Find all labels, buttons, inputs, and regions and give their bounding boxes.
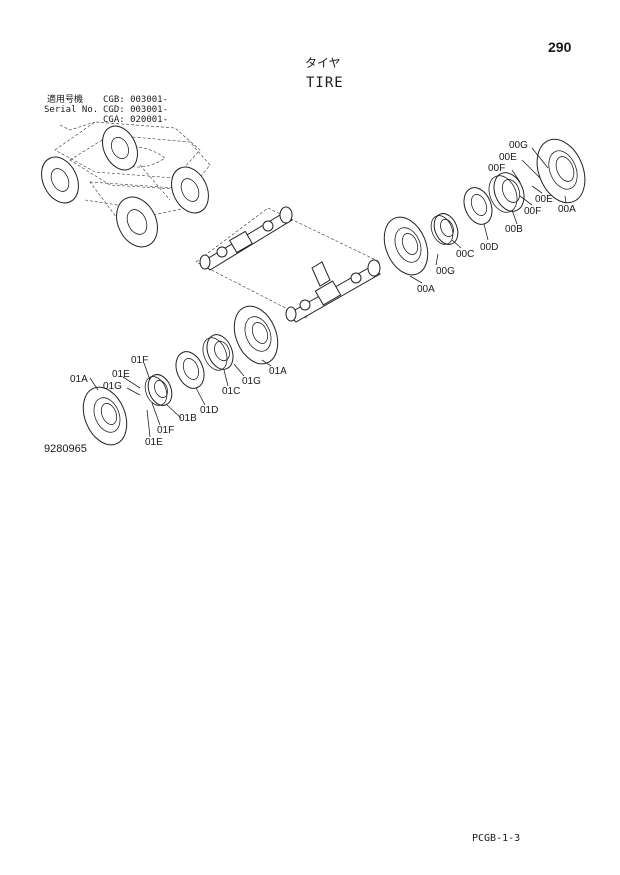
front-axle-illustration — [199, 206, 293, 271]
callout-00E: 00E — [535, 194, 553, 205]
callout-00E: 00E — [499, 152, 517, 163]
callout-01F: 01F — [157, 425, 174, 436]
callout-01A: 01A — [269, 366, 287, 377]
tire-assembly-00 — [383, 138, 586, 276]
tire-01A-right — [233, 305, 279, 365]
wheel-00B — [488, 172, 525, 213]
title-english: TIRE — [306, 75, 344, 91]
callout-00D: 00D — [480, 242, 498, 253]
overview-tire-front-right — [171, 166, 209, 214]
callout-00F: 00F — [524, 206, 541, 217]
callout-00B: 00B — [505, 224, 523, 235]
serial-row-cga: CGA: 020001- — [103, 115, 169, 125]
page-number: 290 — [548, 39, 572, 55]
drawing-number: 9280965 — [44, 443, 87, 455]
flap-00D — [463, 187, 493, 225]
callout-01G: 01G — [103, 381, 122, 392]
callout-01E: 01E — [112, 369, 130, 380]
tire-00A-outer — [536, 138, 586, 204]
callout-00F: 00F — [488, 163, 505, 174]
page-code: PCGB-1-3 — [472, 833, 521, 844]
serial-label-jp: 適用号機 — [47, 95, 84, 105]
rear-axle-illustration — [285, 259, 381, 323]
overview-tire-rear-left — [41, 156, 79, 204]
callout-01B: 01B — [179, 413, 197, 424]
callout-01G: 01G — [242, 376, 261, 387]
serial-row-cgd: CGD: 003001- — [103, 105, 169, 115]
callout-00G: 00G — [436, 266, 455, 277]
callout-01F: 01F — [131, 355, 148, 366]
machine-overview-illustration — [41, 121, 211, 248]
callout-01E: 01E — [145, 437, 163, 448]
tire-01A-left — [82, 386, 128, 446]
flap-01D — [175, 351, 205, 389]
serial-label-en: Serial No. — [44, 105, 99, 115]
serial-row-cgb: CGB: 003001- — [103, 95, 169, 105]
wheel-01C — [202, 334, 234, 371]
overview-tire-rear-right — [102, 125, 138, 171]
leader-lines — [89, 147, 567, 438]
callout-01C: 01C — [222, 386, 240, 397]
callout-00A: 00A — [558, 204, 576, 215]
tire-assembly-01 — [82, 305, 279, 446]
axle-reference-lines — [195, 207, 381, 319]
overview-tire-front-left — [116, 196, 158, 248]
callout-labels: 00G 00E 00F 00E 00F 00A 00B 00D 00C 00G … — [70, 140, 576, 448]
rim-00C — [430, 213, 459, 245]
callout-01A: 01A — [70, 374, 88, 385]
callout-00A: 00A — [417, 284, 435, 295]
callout-01D: 01D — [200, 405, 218, 416]
rim-01B — [144, 374, 173, 406]
title-japanese: タイヤ — [305, 56, 341, 70]
tire-00A-inner — [383, 216, 429, 276]
callout-00C: 00C — [456, 249, 474, 260]
callout-00G: 00G — [509, 140, 528, 151]
